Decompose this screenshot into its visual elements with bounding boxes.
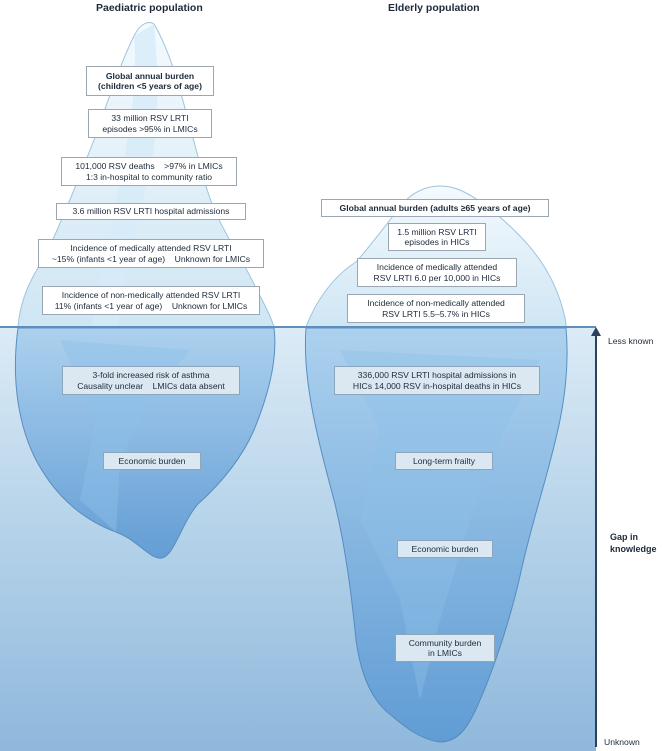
paediatric-episodes-box: 33 million RSV LRTI episodes >95% in LMI…	[88, 109, 212, 138]
elderly-community-burden-box: Community burden in LMICs	[395, 634, 495, 662]
paediatric-deaths-box: 101,000 RSV deaths >97% in LMICs 1:3 in-…	[61, 157, 237, 186]
box-line: Causality unclear LMICs data absent	[77, 380, 225, 391]
box-line: 1:3 in-hospital to community ratio	[85, 171, 213, 182]
axis-middle-label-line: knowledge	[610, 544, 657, 555]
axis-middle-label-line: Gap in	[610, 532, 639, 542]
elderly-title: Elderly population	[388, 2, 480, 14]
knowledge-axis	[595, 335, 597, 747]
box-line: 3-fold increased risk of asthma	[92, 370, 210, 381]
axis-middle-label: Gap in knowledge	[610, 531, 657, 555]
paediatric-burden-heading-line-1: Global annual burden	[105, 70, 195, 81]
box-line: 11% (infants <1 year of age) Unknown for…	[54, 300, 248, 311]
elderly-non-medically-attended-box: Incidence of non-medically attended RSV …	[347, 294, 525, 323]
box-line: Economic burden	[411, 543, 479, 554]
box-line: Economic burden	[118, 455, 186, 466]
elderly-economic-burden-box: Economic burden	[397, 540, 493, 558]
elderly-burden-heading-box: Global annual burden (adults ≥65 years o…	[321, 199, 549, 217]
elderly-iceberg-tip	[305, 185, 567, 328]
elderly-episodes-box: 1.5 million RSV LRTI episodes in HICs	[388, 223, 486, 251]
paediatric-burden-heading-line-2: (children <5 years of age)	[98, 81, 202, 91]
box-line: Community burden	[408, 637, 482, 648]
paediatric-asthma-box: 3-fold increased risk of asthma Causalit…	[62, 366, 240, 395]
box-line: 33 million RSV LRTI	[111, 113, 189, 124]
elderly-medically-attended-box: Incidence of medically attended RSV LRTI…	[357, 258, 517, 287]
paediatric-medically-attended-box: Incidence of medically attended RSV LRTI…	[38, 239, 264, 268]
box-line: episodes in HICs	[404, 237, 470, 247]
waterline	[0, 326, 596, 328]
box-line: Incidence of non-medically attended	[367, 298, 505, 309]
box-line: Incidence of non-medically attended RSV …	[61, 290, 241, 301]
box-line: Incidence of medically attended	[376, 262, 498, 273]
paediatric-non-medically-attended-box: Incidence of non-medically attended RSV …	[42, 286, 260, 315]
box-line: 1.5 million RSV LRTI	[397, 226, 477, 237]
paediatric-admissions-box: 3.6 million RSV LRTI hospital admissions	[56, 203, 246, 220]
elderly-long-term-frailty-box: Long-term frailty	[395, 452, 493, 470]
elderly-iceberg-base	[304, 327, 568, 743]
box-line: Long-term frailty	[412, 455, 476, 466]
box-line: 3.6 million RSV LRTI hospital admissions	[72, 206, 230, 217]
paediatric-title: Paediatric population	[96, 2, 203, 14]
axis-top-label: Less known	[608, 336, 654, 346]
box-line: RSV LRTI 5.5–5.7% in HICs	[382, 308, 490, 319]
elderly-hospital-admissions-box: 336,000 RSV LRTI hospital admissions in …	[334, 366, 540, 395]
box-line: RSV LRTI 6.0 per 10,000 in HICs	[373, 272, 501, 283]
box-line: HICs 14,000 RSV in-hospital deaths in HI…	[352, 380, 522, 391]
axis-bottom-label: Unknown	[604, 737, 640, 747]
elderly-iceberg-base-facet	[340, 350, 540, 700]
box-line: Incidence of medically attended RSV LRTI	[70, 243, 232, 254]
axis-arrow-up-icon	[591, 327, 601, 336]
box-line: episodes >95% in LMICs	[102, 123, 198, 134]
box-line: ~15% (infants <1 year of age) Unknown fo…	[51, 253, 251, 264]
elderly-burden-heading-line: Global annual burden (adults ≥65 years o…	[339, 202, 531, 213]
box-line: in LMICs	[428, 648, 462, 658]
paediatric-burden-heading-box: Global annual burden (children <5 years …	[86, 66, 214, 96]
paediatric-economic-burden-box: Economic burden	[103, 452, 201, 470]
box-line: 101,000 RSV deaths >97% in LMICs	[75, 161, 223, 172]
box-line: 336,000 RSV LRTI hospital admissions in	[357, 370, 517, 381]
